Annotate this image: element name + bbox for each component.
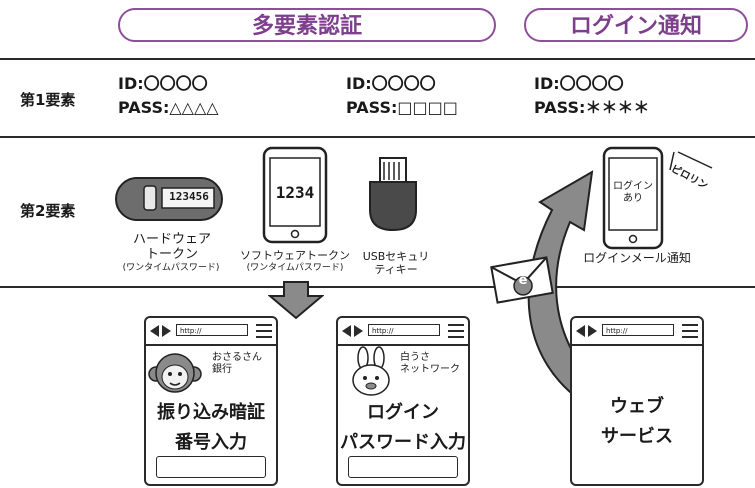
browser-window-network: http:// 白うさ ネットワーク ログイン パスワード入力 — [336, 316, 470, 486]
software-token-number: 1234 — [275, 183, 315, 202]
network-instruction-1: ログイン — [367, 402, 439, 423]
browser-toolbar: http:// — [146, 318, 276, 346]
bank-name-2: 銀行 — [212, 364, 232, 375]
bank-instruction: 振り込み暗証 番号入力 — [146, 398, 276, 458]
menu-icon[interactable] — [682, 324, 698, 338]
network-instruction: ログイン パスワード入力 — [330, 398, 476, 458]
bank-instruction-2: 番号入力 — [175, 432, 247, 453]
network-instruction-2: パスワード入力 — [340, 432, 466, 453]
phone-notice-text-1: ログイン — [613, 181, 653, 192]
web-service-label-2: サービス — [601, 426, 673, 447]
cred-id-2: ID:〇〇〇〇 — [346, 74, 436, 93]
url-bar[interactable]: http:// — [176, 324, 248, 336]
web-service-label: ウェブ サービス — [572, 392, 702, 452]
envelope-letter: e — [518, 273, 528, 288]
hardware-token-sub: (ワンタイムパスワード) — [122, 263, 220, 273]
network-name-2: ネットワーク — [400, 364, 460, 375]
url-bar[interactable]: http:// — [368, 324, 440, 336]
forward-arrow-icon[interactable] — [588, 325, 597, 337]
cred-pass-3: PASS:＊＊＊＊ — [534, 98, 650, 117]
row-label-factor2: 第2要素 — [20, 202, 76, 220]
row-label-factor1: 第1要素 — [20, 91, 76, 109]
phone-notice-text: ログイン あり — [606, 181, 660, 205]
back-arrow-icon[interactable] — [342, 325, 351, 337]
back-arrow-icon[interactable] — [150, 325, 159, 337]
software-token-sub: (ワンタイムパスワード) — [246, 263, 344, 273]
pin-input[interactable] — [156, 456, 266, 478]
password-input[interactable] — [348, 456, 458, 478]
hardware-token-label-1: ハードウェア — [132, 232, 211, 247]
sound-lines-icon — [669, 151, 713, 171]
software-token-phone-icon — [262, 146, 328, 244]
browser-toolbar: http:// — [572, 318, 702, 346]
usb-key-label: USBセキュリ ティキー — [358, 250, 434, 276]
cred-id-1: ID:〇〇〇〇 — [118, 74, 208, 93]
login-notice-header: ログイン通知 — [524, 8, 748, 42]
menu-icon[interactable] — [256, 324, 272, 338]
divider-bottom — [0, 286, 755, 288]
hardware-token-icon — [115, 177, 223, 221]
browser-toolbar: http:// — [338, 318, 468, 346]
web-service-label-1: ウェブ — [610, 396, 664, 417]
usb-key-icon — [369, 157, 417, 232]
cred-id-3: ID:〇〇〇〇 — [534, 74, 624, 93]
divider-top — [0, 58, 755, 60]
browser-window-web-service: http:// ウェブ サービス — [570, 316, 704, 486]
notification-phone-icon — [602, 146, 664, 250]
divider-middle — [0, 136, 755, 138]
menu-icon[interactable] — [448, 324, 464, 338]
usb-key-label-1: USBセキュリ — [362, 250, 430, 263]
cred-pass-2: PASS:□□□□ — [346, 98, 458, 117]
network-name-1: 白うさ — [400, 352, 430, 363]
hardware-token-label: ハードウェア トークン — [102, 232, 242, 262]
envelope-icon — [490, 256, 554, 304]
network-name: 白うさ ネットワーク — [400, 352, 460, 376]
hardware-token-label-2: トークン — [145, 247, 198, 262]
mfa-header: 多要素認証 — [118, 8, 496, 42]
usb-key-label-2: ティキー — [374, 263, 418, 276]
monkey-icon — [148, 353, 202, 393]
forward-arrow-icon[interactable] — [162, 325, 171, 337]
down-arrow-icon — [268, 281, 324, 320]
bank-instruction-1: 振り込み暗証 — [157, 402, 265, 423]
bank-name-1: おさるさん — [212, 352, 262, 363]
back-arrow-icon[interactable] — [576, 325, 585, 337]
bank-name: おさるさん 銀行 — [212, 352, 262, 376]
cred-pass-1: PASS:△△△△ — [118, 98, 219, 117]
rabbit-icon — [352, 346, 390, 396]
browser-window-bank: http:// おさるさん 銀行 振り込み暗証 番号入力 — [144, 316, 278, 486]
software-token-label: ソフトウェアトークン — [240, 249, 350, 262]
url-bar[interactable]: http:// — [602, 324, 674, 336]
login-mail-notice-label: ログインメール通知 — [583, 251, 691, 265]
forward-arrow-icon[interactable] — [354, 325, 363, 337]
hardware-token-number: 123456 — [169, 190, 209, 203]
phone-notice-text-2: あり — [623, 193, 643, 204]
